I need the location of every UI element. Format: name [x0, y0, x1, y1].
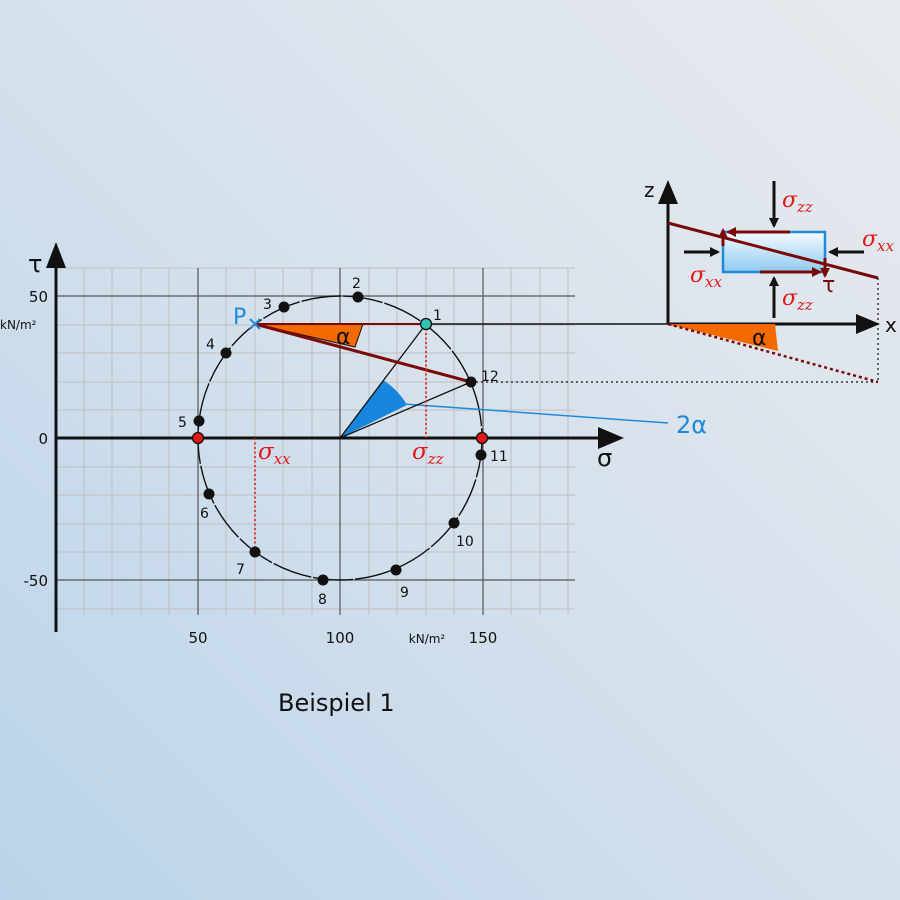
x-tick-100: 100 — [326, 629, 355, 647]
element-x-label: x — [885, 313, 897, 337]
x-tick-150: 150 — [469, 629, 498, 647]
x-unit: kN/m² — [409, 632, 446, 646]
alpha-angle-label: α — [336, 325, 351, 350]
point-3 — [278, 301, 290, 313]
element-alpha-label: α — [752, 326, 767, 351]
y-tick-minus-50: -50 — [24, 572, 49, 590]
y-tick-50: 50 — [29, 288, 48, 306]
point-7 — [249, 546, 261, 558]
point-5-red — [191, 431, 205, 445]
element-inclined-plane — [667, 221, 879, 280]
point-2 — [352, 291, 364, 303]
pole-label: P — [233, 305, 246, 330]
point-label-1: 1 — [433, 308, 442, 324]
point-1 — [419, 317, 433, 331]
point-label-3: 3 — [263, 297, 272, 313]
sigma-zz-label: σzz — [412, 439, 444, 468]
tau-axis-arrowhead — [46, 242, 66, 268]
element-sigma-xx-right: σxx — [862, 227, 894, 255]
point-8 — [317, 574, 329, 586]
point-11 — [475, 449, 487, 461]
point-6 — [203, 488, 215, 500]
point-label-5: 5 — [178, 415, 187, 431]
point-label-2: 2 — [352, 276, 361, 292]
element-x-arrowhead — [856, 314, 880, 334]
sigma-axis-arrowhead — [598, 427, 624, 449]
two-alpha-angle-wedge — [340, 380, 407, 438]
element-sigma-xx-left: σxx — [690, 263, 722, 291]
x-tick-50: 50 — [188, 629, 207, 647]
element-sigma-zz-bottom: σzz — [782, 286, 813, 314]
element-z-arrowhead — [658, 180, 678, 204]
point-labels: 1 2 3 4 5 6 7 8 9 10 11 12 — [178, 276, 508, 608]
grid-major — [56, 268, 575, 615]
point-5 — [193, 415, 205, 427]
svg-text:σxx: σxx — [258, 439, 291, 468]
sigma-xx-label: σxx — [258, 439, 291, 468]
tau-axis-label: τ — [28, 250, 42, 278]
element-inclined-dotted-line — [667, 322, 879, 384]
point-label-11: 11 — [490, 449, 508, 465]
pole-marker — [249, 318, 261, 330]
element-alpha-wedge — [668, 324, 778, 351]
radius-to-point-1 — [339, 323, 427, 439]
point-label-9: 9 — [400, 585, 409, 601]
y-unit: kN/m² — [0, 318, 37, 332]
svg-text:σzz: σzz — [412, 439, 444, 468]
y-tick-0: 0 — [38, 430, 48, 448]
sigma-axis-label: σ — [597, 444, 612, 472]
point-4 — [220, 347, 232, 359]
radius-to-point-12 — [339, 381, 472, 439]
point-label-8: 8 — [318, 592, 327, 608]
point-9 — [390, 564, 402, 576]
point-12 — [465, 376, 477, 388]
grid — [56, 267, 575, 615]
two-alpha-leader — [403, 403, 669, 424]
circle-points — [191, 291, 489, 586]
point-label-12: 12 — [481, 369, 499, 385]
figure-caption: Beispiel 1 — [278, 689, 395, 717]
element-z-label: z — [644, 178, 655, 202]
point-label-4: 4 — [206, 337, 215, 353]
point-10 — [448, 517, 460, 529]
element-sigma-zz-top: σzz — [782, 188, 813, 216]
point-label-7: 7 — [236, 562, 245, 578]
point-label-6: 6 — [200, 506, 209, 522]
point-11-red — [475, 431, 489, 445]
point-label-10: 10 — [456, 534, 474, 550]
two-alpha-label: 2α — [676, 411, 707, 439]
element-tau-label: τ — [822, 273, 835, 298]
pole-to-point-12-line — [254, 322, 472, 384]
